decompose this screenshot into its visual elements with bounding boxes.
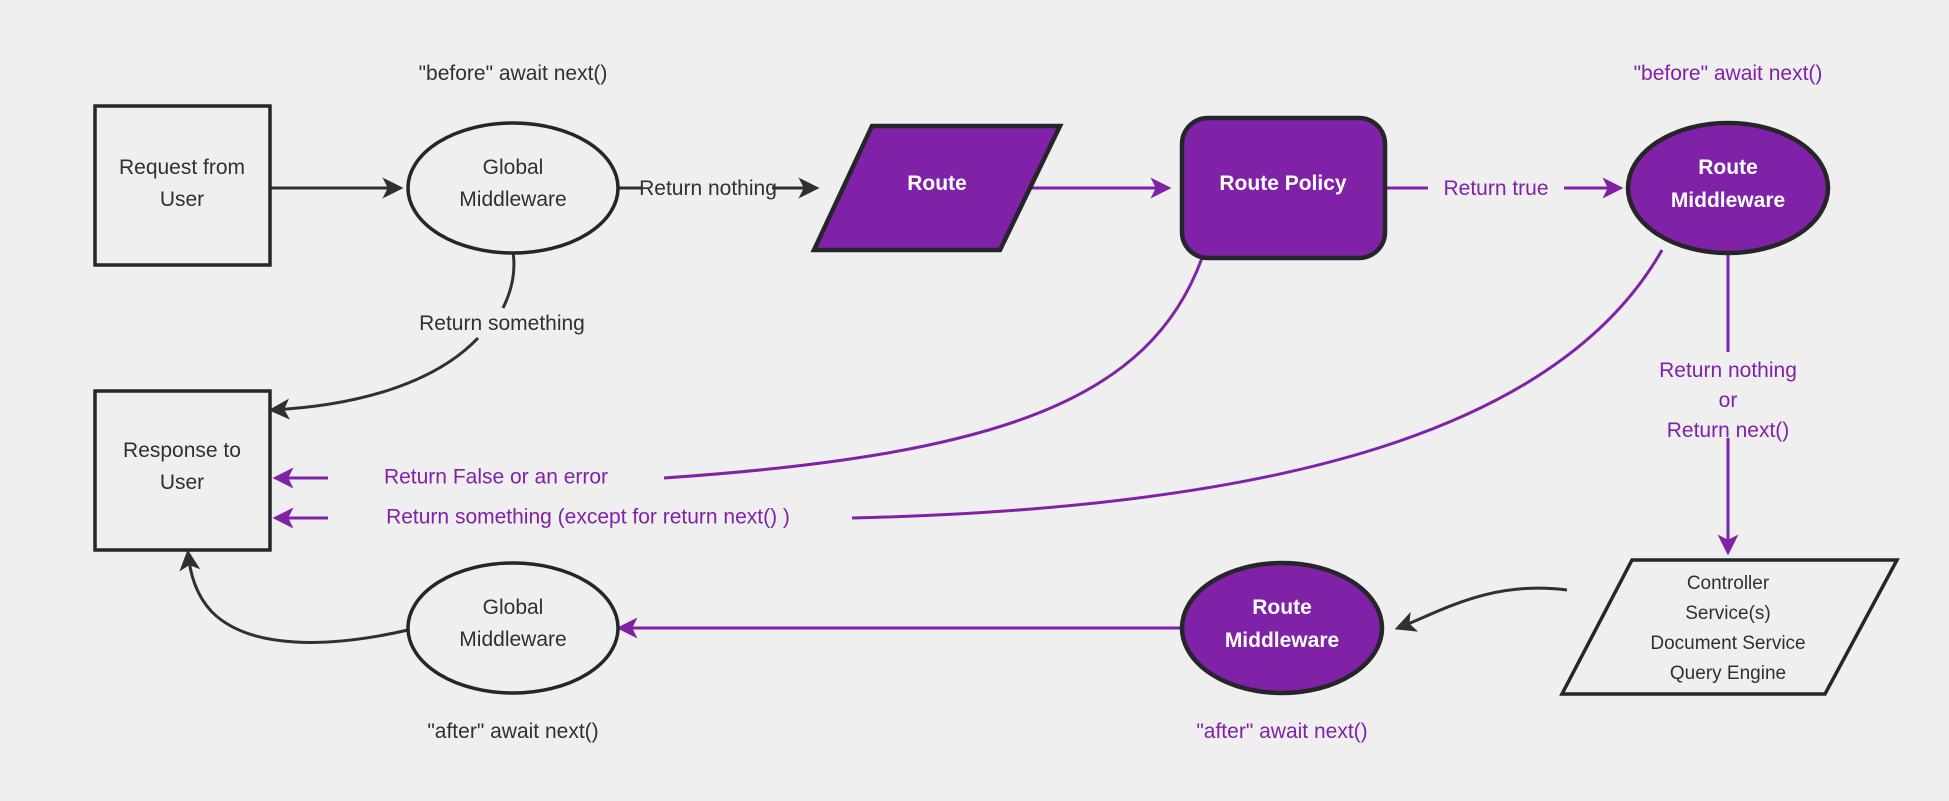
controller-services-shape — [1559, 558, 1900, 696]
controller-services-label-line1: Controller — [1687, 573, 1770, 594]
node-route-policy[interactable]: Route Policy — [1179, 115, 1388, 261]
edge-label-return-false-or-error: Return False or an error — [384, 466, 608, 489]
route-middleware-bottom-label-line2: Middleware — [1225, 629, 1339, 652]
route-policy-shape — [1179, 115, 1388, 261]
annotation-after-await-next-purple: "after" await next() — [1196, 720, 1367, 743]
annotation-after-await-next-dark: "after" await next() — [427, 720, 598, 743]
route-middleware-bottom-label-line1: Route — [1252, 596, 1312, 619]
node-route-middleware-bottom[interactable]: Route Middleware — [1179, 560, 1385, 696]
request-from-user-label-line2: User — [160, 188, 204, 211]
route-policy-label: Route Policy — [1219, 172, 1347, 195]
node-response-to-user[interactable]: Response to User — [93, 389, 272, 552]
global-middleware-bottom-shape — [406, 561, 620, 695]
edge-label-return-true: Return true — [1443, 177, 1548, 200]
edge-global-middleware-return-something-stub — [501, 251, 516, 309]
global-middleware-bottom-label-line1: Global — [483, 596, 544, 619]
edge-label-return-nothing-or-next-line2: or — [1719, 389, 1738, 412]
global-middleware-bottom-label-line2: Middleware — [459, 628, 566, 651]
node-global-middleware-bottom[interactable]: Global Middleware — [406, 561, 620, 695]
route-middleware-top-label-line1: Route — [1698, 156, 1758, 179]
edge-label-return-nothing: Return nothing — [639, 177, 777, 200]
request-from-user-shape — [93, 104, 272, 267]
edge-route-policy-to-response-curve — [663, 257, 1204, 480]
response-to-user-label-line1: Response to — [123, 439, 241, 462]
node-global-middleware-top[interactable]: Global Middleware — [406, 121, 620, 255]
route-label: Route — [907, 172, 967, 195]
edge-route-middleware-to-response-curve — [851, 249, 1664, 520]
global-middleware-top-label-line2: Middleware — [459, 188, 566, 211]
global-middleware-top-shape — [406, 121, 620, 255]
route-middleware-top-label-line2: Middleware — [1671, 189, 1785, 212]
edge-label-return-nothing-or-next-line1: Return nothing — [1659, 359, 1797, 382]
edge-global-middleware-bottom-to-response — [179, 549, 409, 644]
edge-label-return-something-except: Return something (except for return next… — [386, 506, 790, 529]
global-middleware-top-label-line1: Global — [483, 156, 544, 179]
controller-services-label-line3: Document Service — [1650, 633, 1805, 654]
edge-label-return-something: Return something — [419, 312, 585, 335]
controller-services-label-line4: Query Engine — [1670, 663, 1786, 684]
edge-global-middleware-to-response — [268, 336, 480, 420]
route-middleware-top-shape — [1625, 120, 1831, 256]
node-request-from-user[interactable]: Request from User — [93, 104, 272, 267]
route-middleware-bottom-shape — [1179, 560, 1385, 696]
node-route-middleware-top[interactable]: Route Middleware — [1625, 120, 1831, 256]
annotation-before-await-next-purple: "before" await next() — [1634, 62, 1823, 85]
annotation-before-await-next-dark: "before" await next() — [419, 62, 608, 85]
controller-services-label-line2: Service(s) — [1685, 603, 1771, 624]
edge-label-return-nothing-or-next-line3: Return next() — [1667, 419, 1790, 442]
request-from-user-label-line1: Request from — [119, 156, 245, 179]
route-shape — [810, 123, 1064, 253]
response-to-user-label-line2: User — [160, 471, 204, 494]
edge-controller-to-route-middleware-bottom — [1394, 586, 1568, 632]
node-controller-services[interactable]: Controller Service(s) Document Service Q… — [1559, 558, 1900, 696]
response-to-user-shape — [93, 389, 272, 552]
node-route[interactable]: Route — [810, 123, 1064, 253]
